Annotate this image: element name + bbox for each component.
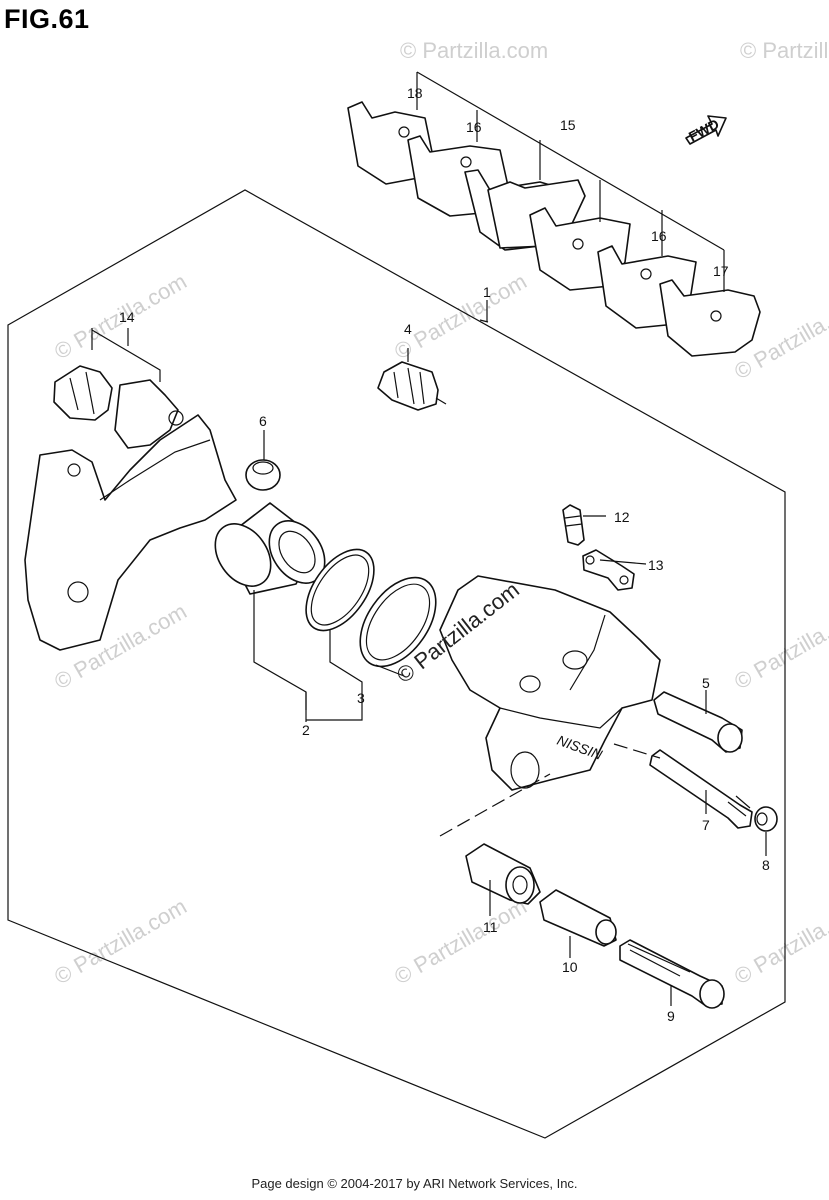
callout-6: 6 xyxy=(259,413,267,429)
callout-10: 10 xyxy=(562,959,578,975)
fwd-arrow: FWD xyxy=(685,115,727,145)
callout-13: 13 xyxy=(648,557,664,573)
callout-4: 4 xyxy=(404,321,412,337)
callout-12: 12 xyxy=(614,509,630,525)
sleeve xyxy=(539,889,617,947)
hose-clamp xyxy=(582,549,635,591)
callout-7: 7 xyxy=(702,817,710,833)
callout-11: 11 xyxy=(483,919,498,935)
callout-15: 15 xyxy=(560,117,576,133)
leader-lines xyxy=(91,71,767,1006)
piston xyxy=(214,502,326,595)
callout-8: 8 xyxy=(762,857,770,873)
callout-5: 5 xyxy=(702,675,710,691)
bleeder-screw xyxy=(562,504,585,546)
watermark: © Partzilla.com xyxy=(50,894,191,990)
footer-copyright: Page design © 2004-2017 by ARI Network S… xyxy=(251,1176,578,1191)
caliper-body: NISSIN xyxy=(439,575,661,791)
watermark: © Partzilla.com xyxy=(390,894,531,990)
watermark: © Partzilla.com xyxy=(730,599,829,695)
callout-1: 1 xyxy=(483,284,491,300)
figure-title: FIG.61 xyxy=(4,4,90,34)
callout-16b: 16 xyxy=(651,228,667,244)
caliper-bracket xyxy=(24,365,237,651)
mounting-bolt xyxy=(653,691,743,753)
assembly-frame xyxy=(7,189,786,1139)
bleeder-cap xyxy=(245,459,281,491)
slide-pin xyxy=(649,749,753,829)
alignment-lines xyxy=(375,664,661,837)
callout-9: 9 xyxy=(667,1008,675,1024)
pin-bolt xyxy=(619,939,725,1009)
callout-3: 3 xyxy=(357,690,365,706)
callout-17: 17 xyxy=(713,263,729,279)
pin-boot xyxy=(465,843,541,905)
callout-2: 2 xyxy=(302,722,310,738)
watermark: © Partzilla.com xyxy=(400,38,548,63)
plug xyxy=(754,806,778,832)
callout-16a: 16 xyxy=(466,119,482,135)
watermark: © Partzilla.com xyxy=(740,38,829,63)
callouts: 1 2 3 4 5 6 7 8 9 10 11 12 13 14 15 16 1… xyxy=(119,85,770,1024)
brake-pads xyxy=(347,101,761,357)
pad-spring xyxy=(377,361,447,411)
fwd-label: FWD xyxy=(686,116,722,145)
callout-14: 14 xyxy=(119,309,135,325)
watermark: © Partzilla.com xyxy=(730,894,829,990)
callout-18: 18 xyxy=(407,85,423,101)
piston-seals xyxy=(305,548,437,668)
